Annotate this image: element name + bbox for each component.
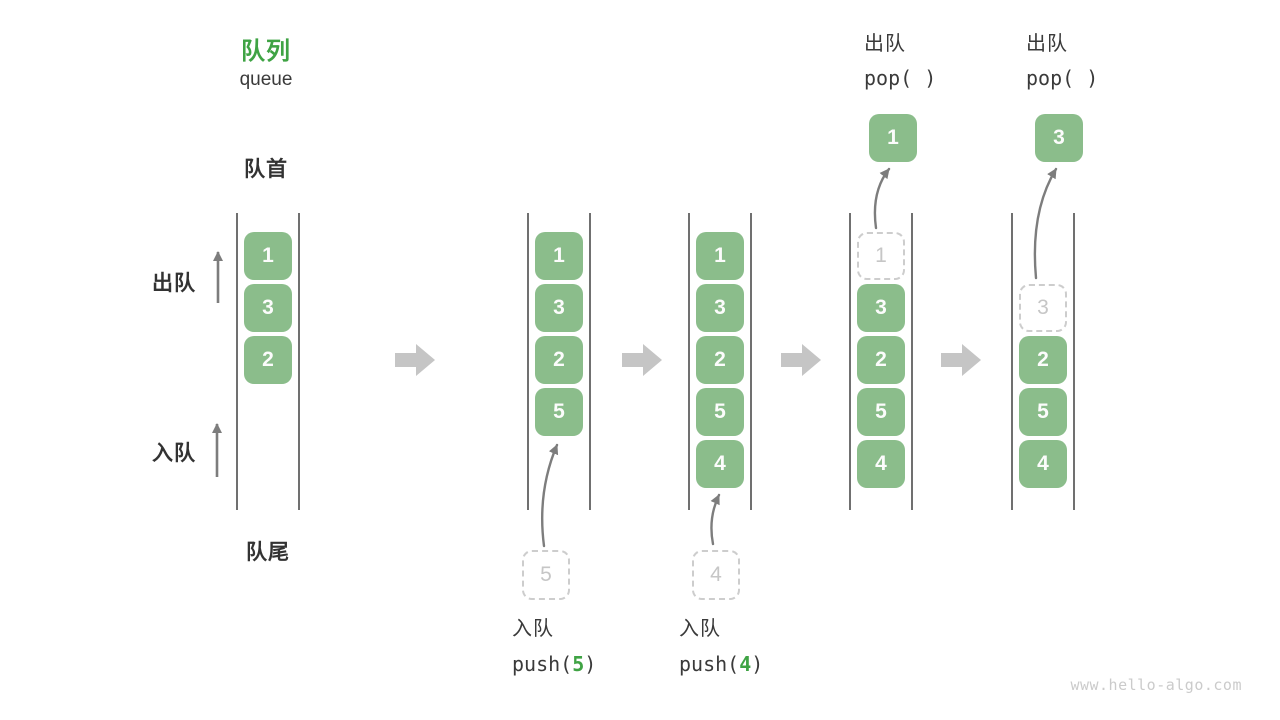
- operation-code-label: push(5): [512, 652, 596, 676]
- queue-item-box: 4: [1019, 440, 1067, 488]
- queue-item-box: 2: [244, 336, 292, 384]
- code-post: ): [751, 652, 764, 676]
- queue-item-box: 3: [535, 284, 583, 332]
- enqueue-arrow-icon: [540, 443, 559, 548]
- next-state-arrow-icon: [781, 344, 821, 376]
- code-pre: push(: [512, 652, 573, 676]
- code-pre: push(: [679, 652, 740, 676]
- next-state-arrow-icon: [622, 344, 662, 376]
- queue-front-label: 队首: [244, 158, 288, 181]
- queue-item-box: 2: [696, 336, 744, 384]
- watermark: www.hello-algo.com: [1070, 676, 1242, 694]
- operation-label-group: 入队 push(4): [679, 614, 763, 676]
- incoming-item-box: 5: [522, 550, 570, 600]
- operation-code-label: pop( ): [1026, 66, 1098, 90]
- queue-item-box: 3: [857, 284, 905, 332]
- queue-item-box: 4: [696, 440, 744, 488]
- diagram-title-en: queue: [239, 69, 293, 90]
- queue-item-box: 1: [535, 232, 583, 280]
- queue-item-ghost: 3: [1019, 284, 1067, 332]
- operation-action-label: 入队: [512, 618, 554, 640]
- next-state-arrow-icon: [941, 344, 981, 376]
- queue-item-box: 2: [1019, 336, 1067, 384]
- code-pre: pop(: [1026, 66, 1075, 90]
- dequeue-arrow-icon: [1033, 167, 1058, 280]
- enqueue-side-label: 入队: [152, 442, 196, 465]
- queue-item-box: 2: [857, 336, 905, 384]
- queue-item-box: 5: [857, 388, 905, 436]
- popped-item-box: 3: [1035, 114, 1083, 162]
- code-argument: 5: [572, 652, 585, 676]
- queue-item-box: 3: [244, 284, 292, 332]
- operation-action-label: 入队: [679, 618, 721, 640]
- operation-action-label: 出队: [864, 33, 906, 55]
- dequeue-arrow-icon: [873, 167, 891, 230]
- queue-item-box: 5: [1019, 388, 1067, 436]
- code-pre: pop(: [864, 66, 913, 90]
- queue-rear-label: 队尾: [246, 541, 290, 564]
- popped-item-box: 1: [869, 114, 917, 162]
- code-post: ): [584, 652, 597, 676]
- operation-label-group: 出队 pop( ): [864, 30, 936, 90]
- queue-item-box: 3: [696, 284, 744, 332]
- code-post: ): [1086, 66, 1099, 90]
- queue-item-box: 1: [696, 232, 744, 280]
- operation-label-group: 出队 pop( ): [1026, 30, 1098, 90]
- queue-item-ghost: 1: [857, 232, 905, 280]
- dequeue-side-label: 出队: [152, 272, 196, 295]
- incoming-item-box: 4: [692, 550, 740, 600]
- operation-label-group: 入队 push(5): [512, 614, 596, 676]
- enqueue-arrow-icon: [710, 493, 721, 546]
- code-argument: 4: [739, 652, 752, 676]
- queue-item-box: 2: [535, 336, 583, 384]
- code-argument: [1074, 66, 1086, 90]
- operation-action-label: 出队: [1026, 33, 1068, 55]
- code-post: ): [924, 66, 937, 90]
- queue-item-box: 4: [857, 440, 905, 488]
- queue-item-box: 1: [244, 232, 292, 280]
- diagram-title-zh: 队列: [241, 38, 291, 65]
- operation-code-label: push(4): [679, 652, 763, 676]
- operation-code-label: pop( ): [864, 66, 936, 90]
- queue-item-box: 5: [696, 388, 744, 436]
- next-state-arrow-icon: [395, 344, 435, 376]
- queue-item-box: 5: [535, 388, 583, 436]
- code-argument: [912, 66, 924, 90]
